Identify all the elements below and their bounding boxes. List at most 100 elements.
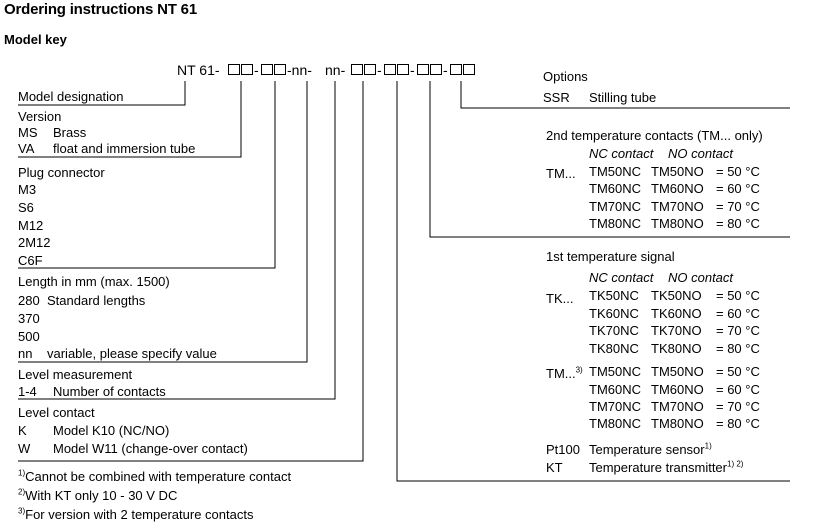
level-measurement-heading: Level measurement: [18, 367, 133, 382]
options-desc: Stilling tube: [589, 90, 657, 105]
footnote-1: 1)Cannot be combined with temperature co…: [18, 468, 292, 484]
level-contact-code: K: [18, 423, 27, 438]
key-box-option-2: [463, 64, 475, 75]
temp1-tk-val: = 80 °C: [716, 341, 760, 356]
level-measurement-desc: Number of contacts: [53, 384, 166, 399]
temp1-tm-nc: TM70NC: [589, 399, 642, 414]
key-dash: -: [443, 62, 448, 78]
key-dash: -: [254, 62, 259, 78]
temp1-tk-prefix: TK...: [546, 291, 574, 306]
temp2-heading: 2nd temperature contacts (TM... only): [546, 128, 763, 143]
temp1-tm-val: = 80 °C: [716, 416, 760, 431]
level-contact-desc: Model K10 (NC/NO): [53, 423, 170, 438]
temp1-tm-nc: TM60NC: [589, 382, 642, 397]
level-measurement-code: 1-4: [18, 384, 37, 399]
temp1-tk-nc: TK50NC: [589, 288, 639, 303]
key-box-temp2-2: [430, 64, 442, 75]
temp2-nc: TM70NC: [589, 199, 642, 214]
key-box-plug-2: [274, 64, 286, 75]
key-box-contact-2: [364, 64, 376, 75]
key-box-version-1: [228, 64, 240, 75]
footnote-3: 3)For version with 2 temperature contact…: [18, 506, 254, 522]
temp1-tm-no: TM80NO: [651, 416, 704, 431]
key-contacts-nn: nn-: [325, 62, 346, 78]
temp2-col-nc: NC contact: [589, 146, 654, 161]
temp1-tm-val: = 50 °C: [716, 364, 760, 379]
length-code: 500: [18, 329, 40, 344]
temp2-nc: TM50NC: [589, 164, 642, 179]
length-desc: variable, please specify value: [47, 346, 217, 361]
temp1-tm-no: TM50NO: [651, 364, 704, 379]
options-heading: Options: [543, 69, 588, 84]
temp2-no: TM50NO: [651, 164, 704, 179]
key-length-nn: -nn-: [287, 62, 312, 78]
temp1-tm-no: TM70NO: [651, 399, 704, 414]
line-options: [460, 81, 790, 109]
length-desc: Standard lengths: [47, 293, 146, 308]
key-dash: -: [377, 62, 382, 78]
pt100-code: Pt100: [546, 442, 580, 457]
line-level-contact: [18, 81, 364, 462]
temp2-val: = 80 °C: [716, 216, 760, 231]
temp1-tk-no: TK60NO: [651, 306, 702, 321]
length-code: nn: [18, 346, 33, 361]
line-plug-connector: [18, 81, 276, 269]
line-length: [18, 81, 308, 363]
temp2-no: TM70NO: [651, 199, 704, 214]
key-box-temp1-2: [397, 64, 409, 75]
length-heading: Length in mm (max. 1500): [18, 274, 170, 289]
temp1-col-nc: NC contact: [589, 270, 654, 285]
temp2-val: = 60 °C: [716, 181, 760, 196]
line-temp-contacts-2: [429, 81, 790, 238]
temp1-heading: 1st temperature signal: [546, 249, 675, 264]
page-title: Ordering instructions NT 61: [4, 1, 197, 18]
length-code: 370: [18, 311, 40, 326]
temp1-tk-no: TK70NO: [651, 323, 702, 338]
version-desc-va: float and immersion tube: [53, 141, 196, 156]
plug-item: 2M12: [18, 235, 51, 250]
key-dash: -: [410, 62, 415, 78]
options-code: SSR: [543, 90, 570, 105]
line-version: [18, 81, 242, 158]
plug-item: M3: [18, 182, 37, 197]
pt100-desc: Temperature sensor1): [589, 441, 712, 457]
temp1-tk-nc: TK70NC: [589, 323, 639, 338]
temp2-no: TM60NO: [651, 181, 704, 196]
temp1-tk-val: = 60 °C: [716, 306, 760, 321]
plug-item: S6: [18, 200, 34, 215]
temp1-tk-nc: TK60NC: [589, 306, 639, 321]
temp2-val: = 70 °C: [716, 199, 760, 214]
temp1-tm-prefix: TM...3): [546, 365, 583, 381]
level-contact-code: W: [18, 441, 31, 456]
level-contact-heading: Level contact: [18, 405, 95, 420]
temp1-tk-no: TK50NO: [651, 288, 702, 303]
temp1-tm-nc: TM80NC: [589, 416, 642, 431]
key-prefix: NT 61-: [177, 62, 220, 78]
temp2-nc: TM60NC: [589, 181, 642, 196]
temp2-col-no: NO contact: [668, 146, 734, 161]
key-box-option-1: [450, 64, 462, 75]
temp1-tm-val: = 60 °C: [716, 382, 760, 397]
temp1-tk-val: = 50 °C: [716, 288, 760, 303]
version-heading: Version: [18, 109, 62, 124]
model-designation-label: Model designation: [18, 89, 124, 104]
line-level-measurement: [18, 81, 336, 400]
key-box-contact-1: [351, 64, 363, 75]
temp1-col-no: NO contact: [668, 270, 734, 285]
key-box-temp2-1: [417, 64, 429, 75]
temp1-tk-no: TK80NO: [651, 341, 702, 356]
plug-item: M12: [18, 218, 44, 233]
temp1-tm-nc: TM50NC: [589, 364, 642, 379]
length-code: 280: [18, 293, 40, 308]
temp1-tm-val: = 70 °C: [716, 399, 760, 414]
line-temp-signal-1: [396, 81, 790, 482]
key-box-plug-1: [261, 64, 273, 75]
temp1-tm-no: TM60NO: [651, 382, 704, 397]
section-subtitle: Model key: [4, 32, 67, 47]
plug-heading: Plug connector: [18, 165, 105, 180]
kt-code: KT: [546, 460, 563, 475]
temp2-nc: TM80NC: [589, 216, 642, 231]
level-contact-desc: Model W11 (change-over contact): [53, 441, 248, 456]
version-code-ms: MS: [18, 125, 38, 140]
